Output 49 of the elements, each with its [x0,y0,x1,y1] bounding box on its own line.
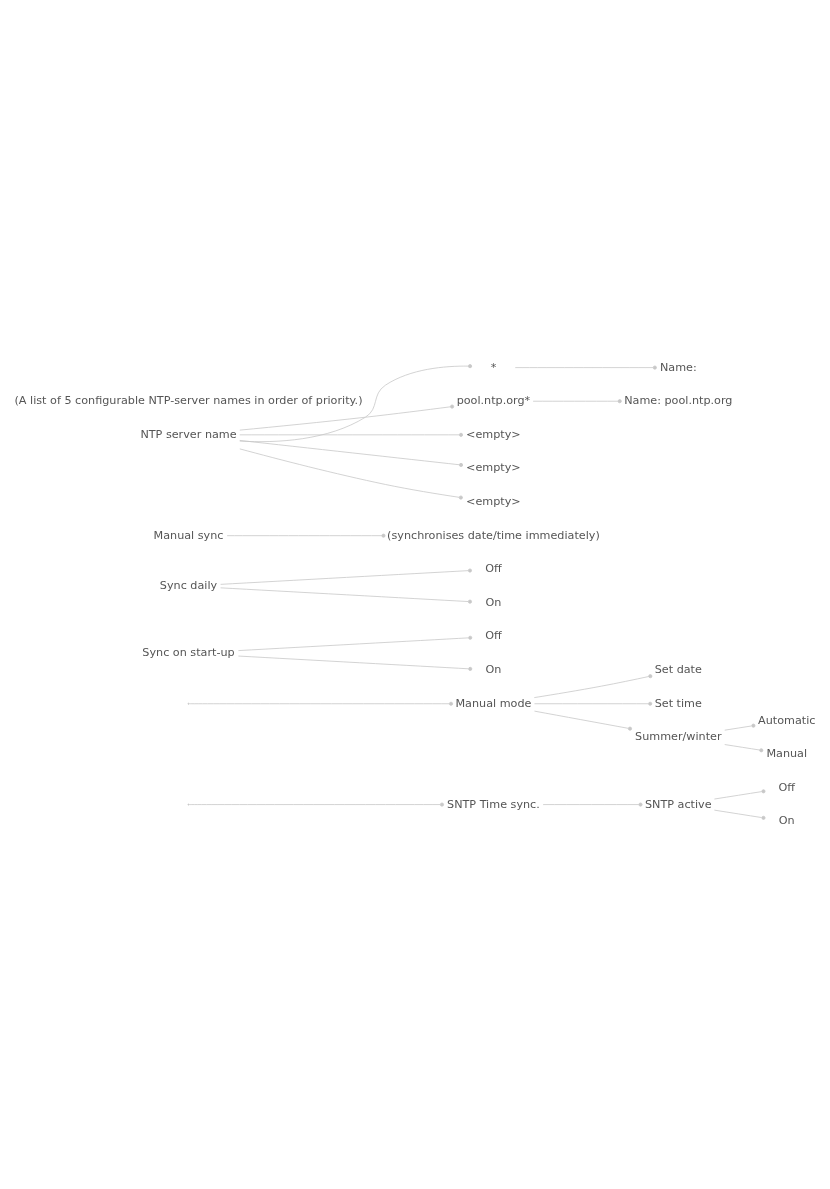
node-text: Name: pool.ntp.org [624,394,733,408]
node-text: SNTP Time sync. [447,797,540,811]
node-text: Off [485,629,502,643]
node-text: (synchronises date/time immediately) [387,528,600,542]
connector [724,744,764,753]
node-text: On [778,814,795,828]
node-text: Manual [766,747,808,761]
node-text: pool.ntp.org* [456,394,531,408]
node-text: Manual sync [153,528,224,542]
connector [724,723,756,731]
node-text: On [485,663,502,677]
node-text: <empty> [466,461,521,475]
connector [220,587,472,604]
node-text: Automatic [758,713,816,727]
connector [239,440,463,467]
connector [534,701,653,706]
connector [514,365,657,370]
connector [534,710,632,731]
node-text: Off [778,780,796,794]
connector [188,804,441,805]
connector [238,655,473,671]
connector [533,674,653,698]
connector [714,789,766,800]
node-text: SNTP active [645,797,712,811]
node-text: Set date [654,663,702,677]
node-text: On [485,595,502,609]
connector [238,635,473,651]
node-text: Manual mode [455,696,532,710]
connector [220,568,472,585]
node-text: * [490,360,497,374]
node-text: <empty> [466,427,521,441]
connector [714,809,766,820]
node-text: Name: [659,360,697,374]
label: (A list of 5 configurable NTP-server names in order of priority.) [14,394,363,408]
connector [239,432,463,437]
connector [239,448,463,500]
node-text: Sync on start-up [142,646,235,660]
node-text: Sync daily [159,579,218,593]
connector [226,533,386,538]
node-text: Set time [654,696,702,710]
node-text: Summer/winter [635,730,722,744]
connector [532,399,622,404]
node-text: Off [485,562,502,576]
connector [542,802,643,807]
connector [239,364,473,443]
connector [188,703,450,705]
node-text: <empty> [466,495,521,509]
connector [239,404,455,431]
node-text: NTP server name [140,427,237,441]
